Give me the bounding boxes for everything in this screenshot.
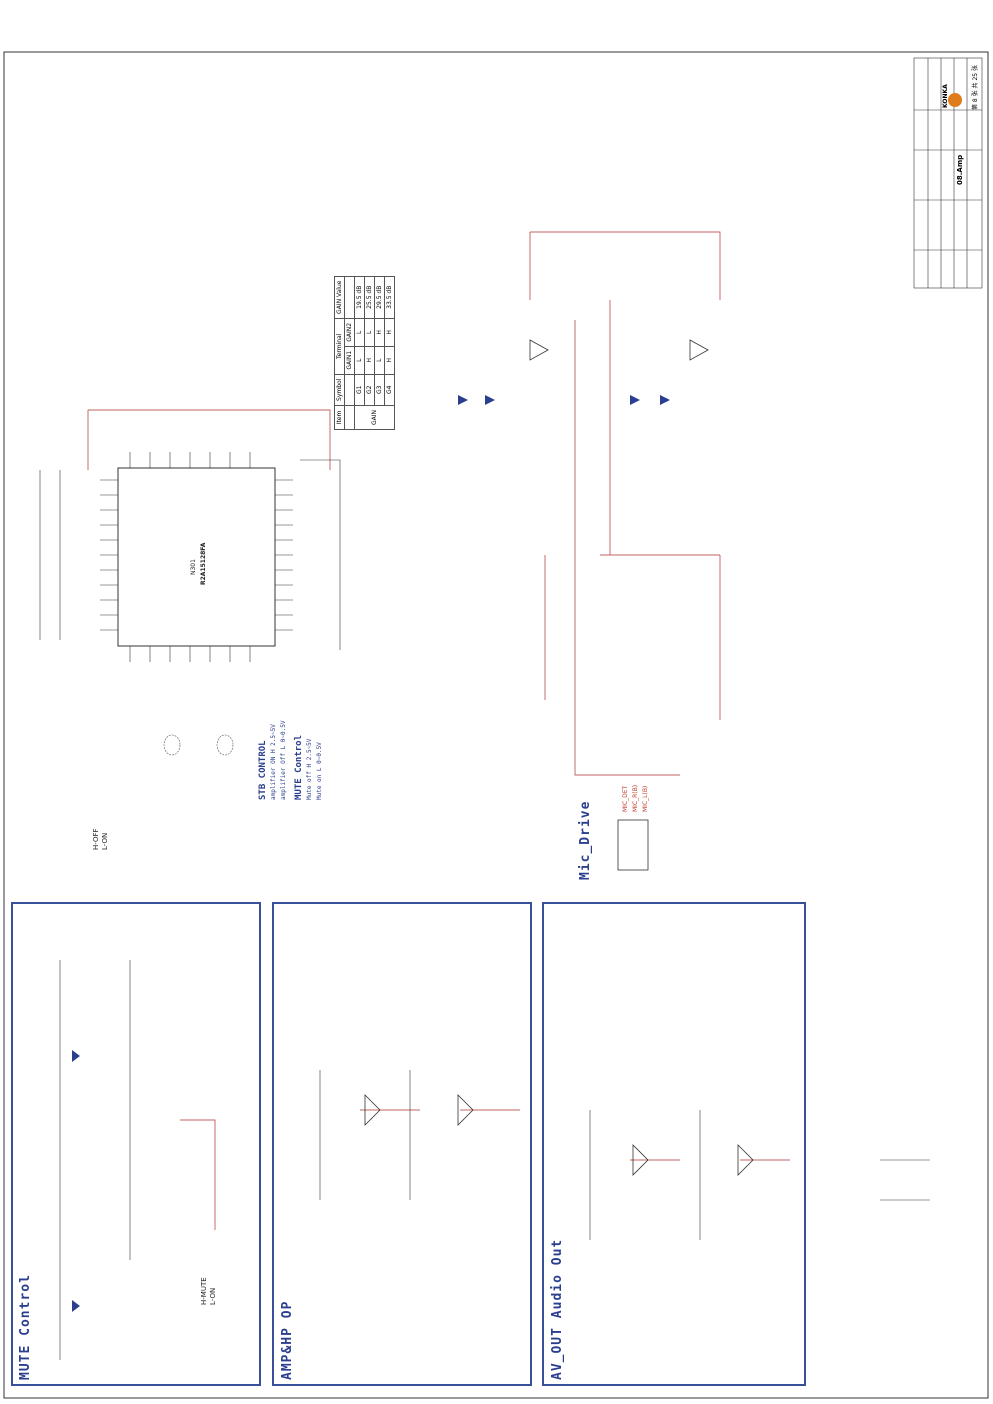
gain-header-value: GAIN Value [334, 276, 345, 319]
lon-label-2: L-ON [209, 1287, 217, 1305]
mute-control-note-2: Mute on L 0~0.5V [316, 742, 323, 800]
mute-control-box [11, 902, 261, 1386]
gain-cell: H [374, 318, 385, 347]
stb-control-title: STB CONTROL [258, 740, 268, 800]
mic-det-label: MIC_DET [622, 785, 629, 812]
av-out-box [542, 902, 806, 1386]
gain-header-symbol: Symbol [334, 374, 345, 406]
stb-control-note-2: amplifier Off L 0~0.5V [280, 720, 287, 800]
mic-r-label: MIC_R(B) [632, 784, 639, 812]
gain-cell: H [384, 346, 395, 375]
diode-symbols [72, 395, 670, 1312]
hoff-label: H-OFF [92, 828, 100, 850]
section-title-amp-hp: AMP&HP OP [280, 1300, 295, 1380]
gain-cell: L [374, 346, 385, 375]
ic-pins [100, 452, 293, 662]
test-point [216, 734, 234, 756]
gain-header-terminal: Terminal [334, 318, 345, 375]
gain-cell: L [364, 318, 375, 347]
brand-logo-icon [948, 93, 962, 107]
amp-hp-box [272, 902, 532, 1386]
gain-cell: 19.5 dB [354, 276, 365, 319]
gain-table: Item Symbol Terminal GAIN Value GAIN1 GA… [334, 276, 395, 430]
gain-header-gain2: GAIN2 [344, 318, 355, 347]
mic-l-label: MIC_L(B) [642, 785, 649, 812]
hmute-label: H-MUTE [200, 1277, 208, 1305]
gain-cell: H [384, 318, 395, 347]
drawing-name: 08.Amp [956, 154, 964, 185]
component-traces [39, 459, 930, 1360]
lon-label: L-ON [101, 832, 109, 850]
gain-cell: 25.5 dB [364, 276, 375, 319]
stb-control-note-1: amplifier ON H 2.5~5V [270, 724, 277, 800]
sheet-frame [3, 51, 989, 1399]
section-title-mute-control: MUTE Control [18, 1274, 33, 1380]
signal-traces [87, 231, 790, 1230]
gain-cell: 33.5 dB [384, 276, 395, 319]
mic-jack [617, 819, 649, 871]
gain-cell: G4 [384, 374, 395, 406]
gain-cell: 29.5 dB [374, 276, 385, 319]
test-point [163, 734, 181, 756]
section-title-mic-drive: Mic_Drive [578, 800, 593, 880]
op-amp-symbols [364, 339, 754, 1176]
gain-cell: L [354, 318, 365, 347]
gain-header-gain1: GAIN1 [344, 346, 355, 375]
section-title-av-out: AV_OUT Audio Out [550, 1238, 565, 1380]
gain-cell: G3 [374, 374, 385, 406]
mute-control-note-1: Mute off H 2.5~5V [306, 738, 313, 800]
brand-name: KONKA [942, 84, 949, 108]
mute-control-title: MUTE Control [294, 734, 304, 800]
gain-header-item: Item [334, 405, 345, 430]
ic-part-number: R2A15128FA [200, 542, 207, 585]
gain-cell: H [364, 346, 375, 375]
sheet-number: 第 8 张 共 25 张 [972, 65, 979, 110]
gain-cell: G1 [354, 374, 365, 406]
amplifier-ic-body [117, 467, 276, 647]
gain-cell: L [354, 346, 365, 375]
ic-ref: N301 [190, 559, 197, 575]
gain-cell: G2 [364, 374, 375, 406]
gain-item-cell: GAIN [354, 405, 395, 430]
